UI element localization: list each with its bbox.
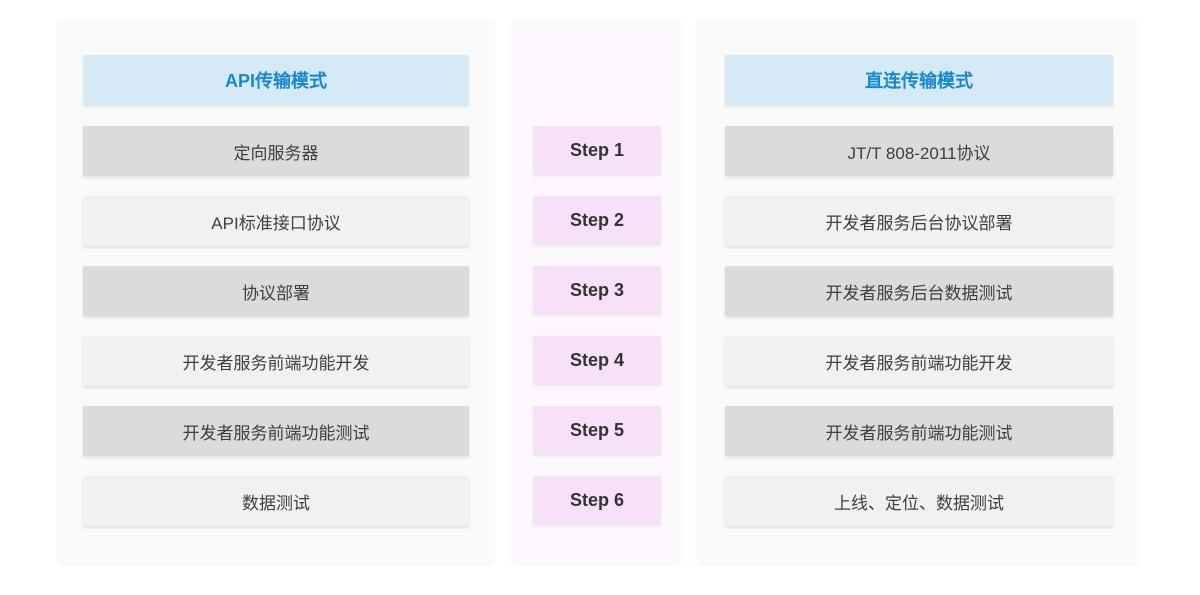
direct-mode-panel: 直连传输模式 JT/T 808-2011协议 开发者服务后台协议部署 开发者服务… <box>697 20 1138 562</box>
direct-row-6: 上线、定位、数据测试 <box>725 476 1113 526</box>
api-row-2: API标准接口协议 <box>83 196 469 246</box>
step-4-badge: Step 4 <box>533 336 661 384</box>
api-row-4: 开发者服务前端功能开发 <box>83 336 469 386</box>
direct-row-1: JT/T 808-2011协议 <box>725 126 1113 176</box>
api-row-6: 数据测试 <box>83 476 469 526</box>
steps-panel: Step 1 Step 2 Step 3 Step 4 Step 5 Step … <box>512 20 680 562</box>
api-row-5: 开发者服务前端功能测试 <box>83 406 469 456</box>
step-3-badge: Step 3 <box>533 266 661 314</box>
step-6-badge: Step 6 <box>533 476 661 524</box>
api-row-1: 定向服务器 <box>83 126 469 176</box>
direct-row-5: 开发者服务前端功能测试 <box>725 406 1113 456</box>
step-2-badge: Step 2 <box>533 196 661 244</box>
step-5-badge: Step 5 <box>533 406 661 454</box>
direct-row-4: 开发者服务前端功能开发 <box>725 336 1113 386</box>
direct-mode-header: 直连传输模式 <box>725 55 1113 105</box>
api-mode-panel: API传输模式 定向服务器 API标准接口协议 协议部署 开发者服务前端功能开发… <box>58 20 493 562</box>
direct-row-3: 开发者服务后台数据测试 <box>725 266 1113 316</box>
direct-row-2: 开发者服务后台协议部署 <box>725 196 1113 246</box>
api-row-3: 协议部署 <box>83 266 469 316</box>
step-1-badge: Step 1 <box>533 126 661 174</box>
api-mode-header: API传输模式 <box>83 55 469 105</box>
